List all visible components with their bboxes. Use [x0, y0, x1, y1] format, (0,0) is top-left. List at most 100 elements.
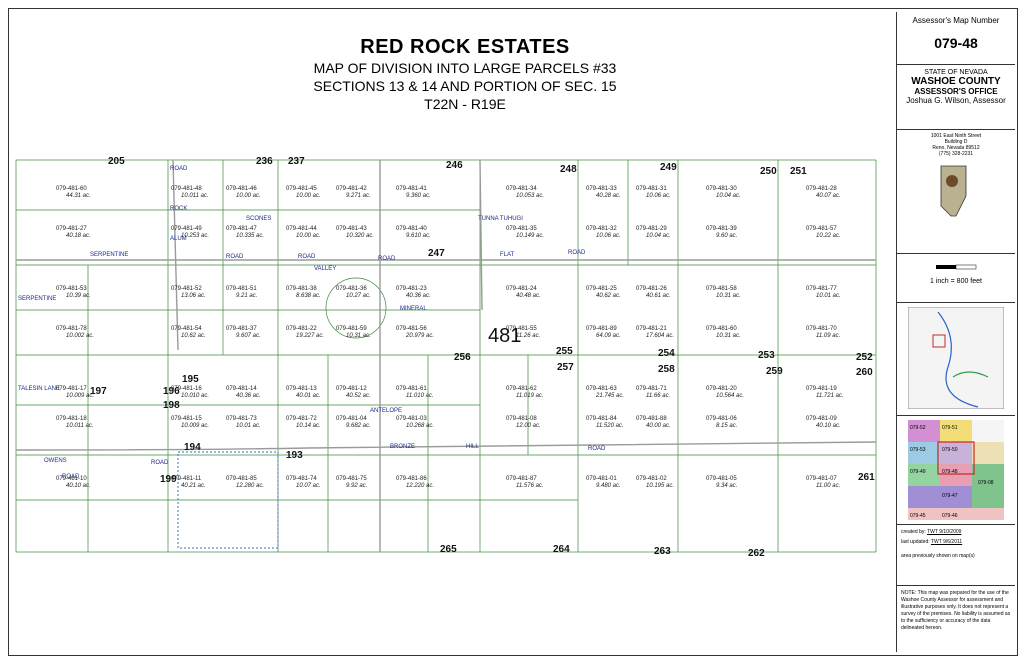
parcel-apn: 079-481-70 — [806, 326, 837, 332]
parcel-acreage: 40.00 ac. — [646, 423, 671, 429]
parcel-acreage: 10.053 ac. — [516, 193, 544, 199]
parcel-apn: 079-481-52 — [171, 286, 202, 292]
parcel-acreage: 9.360 ac. — [406, 193, 431, 199]
parcel-acreage: 10.06 ac. — [596, 233, 621, 239]
parcel-apn: 079-481-02 — [636, 476, 667, 482]
parcel-acreage: 10.22 ac. — [816, 233, 841, 239]
section-number: 265 — [440, 544, 457, 555]
parcel-apn: 079-481-87 — [506, 476, 537, 482]
parcel-apn: 079-481-04 — [336, 416, 367, 422]
scale-text: 1 inch = 800 feet — [930, 278, 982, 285]
map-sections: SECTIONS 13 & 14 AND PORTION OF SEC. 15 — [313, 78, 617, 94]
parcel-acreage: 40.61 ac. — [646, 293, 671, 299]
parcel-boundaries — [15, 159, 877, 553]
parcel-acreage: 10.149 ac. — [516, 233, 544, 239]
section-number: 256 — [454, 352, 471, 363]
road-label: MINERAL — [400, 306, 427, 312]
parcel-apn: 079-481-59 — [336, 326, 367, 332]
parcel-apn: 079-481-09 — [806, 416, 837, 422]
parcel-apn: 079-481-10 — [56, 476, 87, 482]
parcel-acreage: 10.62 ac. — [181, 333, 206, 339]
parcel-apn: 079-481-61 — [396, 386, 427, 392]
parcel-apn: 079-481-16 — [171, 386, 202, 392]
address-line-2: Building D — [944, 139, 968, 145]
address-box: 1001 East Ninth Street Building D Reno, … — [897, 130, 1015, 254]
parcel-acreage: 40.62 ac. — [596, 293, 621, 299]
road-label: TUNNA TUHUGI — [478, 216, 523, 222]
parcel-acreage: 9.60 ac. — [716, 233, 737, 239]
parcel-acreage: 10.07 ac. — [296, 483, 321, 489]
index-map-label: 079-47 — [942, 493, 958, 499]
parcel-apn: 079-481-17 — [56, 386, 87, 392]
index-map-grid: 079-52 079-51 079-50 079-49 079-48 079-4… — [908, 420, 1004, 520]
parcel-apn: 079-481-88 — [636, 416, 667, 422]
parcel-acreage: 64.09 ac. — [596, 333, 621, 339]
parcel-acreage: 10.00 ac. — [296, 193, 321, 199]
parcel-apn: 079-481-37 — [226, 326, 257, 332]
parcel-apn: 079-481-46 — [226, 186, 257, 192]
parcel-apn: 079-481-03 — [396, 416, 427, 422]
parcel-apn: 079-481-30 — [706, 186, 737, 192]
parcel-apn: 079-481-06 — [706, 416, 737, 422]
parcel-apn: 079-481-39 — [706, 226, 737, 232]
parcel-apn: 079-481-36 — [336, 286, 367, 292]
parcel-label: 079-481-409.610 ac. — [396, 226, 431, 239]
road-label: ROAD — [298, 254, 316, 260]
parcel-apn: 079-481-41 — [396, 186, 427, 192]
parcel-apn: 079-481-48 — [171, 186, 202, 192]
road-label: ROAD — [226, 254, 244, 260]
parcel-acreage: 40.01 ac. — [296, 393, 321, 399]
road-label: ROAD — [170, 166, 188, 172]
parcel-acreage: 19.227 ac. — [296, 333, 324, 339]
section-number: 248 — [560, 164, 577, 175]
road-label: ALUM — [170, 236, 187, 242]
parcel-apn: 079-481-45 — [286, 186, 317, 192]
parcel-acreage: 10.268 ac. — [406, 423, 434, 429]
section-number: 246 — [446, 160, 463, 171]
updated-label: last updated: — [901, 539, 930, 545]
section-number: 195 — [182, 374, 199, 385]
parcel-apn: 079-481-08 — [506, 416, 537, 422]
map-number-box: Assessor's Map Number 079-48 — [897, 12, 1015, 65]
parcel-label: 079-481-059.34 ac. — [706, 476, 737, 489]
road-label: SCONES — [246, 216, 271, 222]
section-number: 255 — [556, 346, 573, 357]
road-label: FLAT — [500, 252, 515, 258]
section-number: 236 — [256, 156, 273, 167]
parcel-acreage: 10.27 ac. — [346, 293, 371, 299]
section-number: 257 — [557, 362, 574, 373]
parcel-acreage: 10.009 ac. — [181, 423, 209, 429]
parcel-acreage: 10.31 ac. — [346, 333, 371, 339]
index-map-label: 079-48 — [942, 469, 958, 475]
parcel-acreage: 10.01 ac. — [236, 423, 261, 429]
parcel-acreage: 9.92 ac. — [346, 483, 367, 489]
parcel-label: 079-481-019.480 ac. — [586, 476, 621, 489]
index-map-label: 079-52 — [910, 425, 926, 431]
index-map-box: 079-52 079-51 079-50 079-49 079-48 079-4… — [897, 416, 1015, 525]
parcel-apn: 079-481-78 — [56, 326, 87, 332]
parcel-apn: 079-481-14 — [226, 386, 257, 392]
updated-value: TWT 9/6/2011 — [930, 539, 963, 545]
road-label: ANTELOPE — [370, 408, 402, 414]
parcel-acreage: 40.28 ac. — [596, 193, 621, 199]
parcel-acreage: 44.31 ac. — [66, 193, 91, 199]
parcel-apn: 079-481-26 — [636, 286, 667, 292]
parcel-apn: 079-481-22 — [286, 326, 317, 332]
